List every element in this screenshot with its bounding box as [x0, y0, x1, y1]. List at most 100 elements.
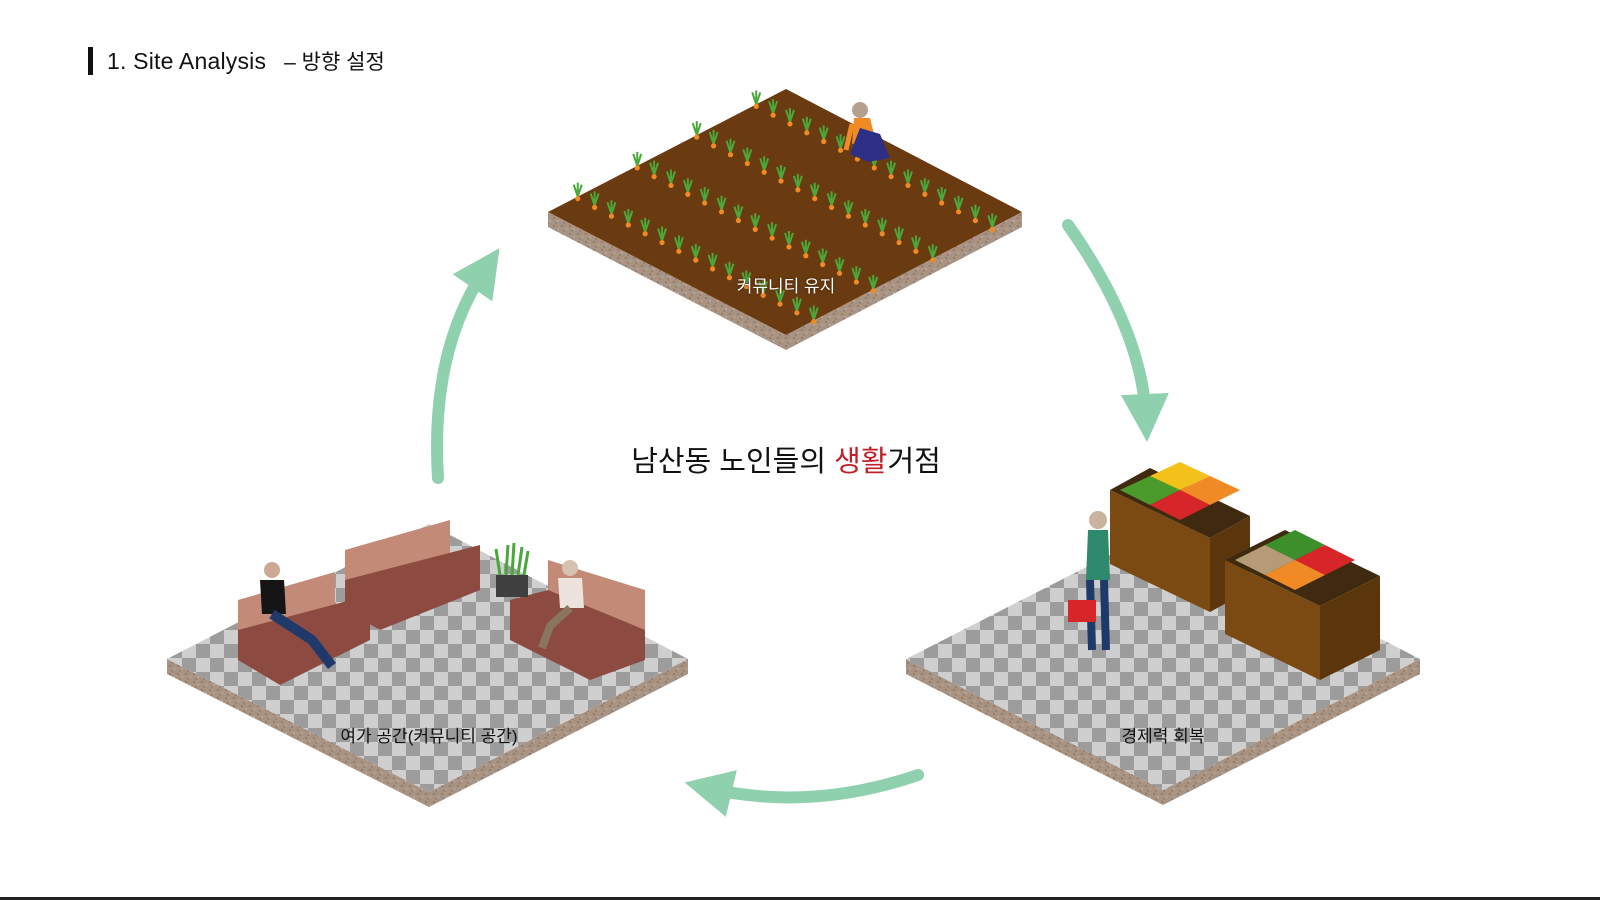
crop-carrot: [575, 196, 581, 202]
crop-carrot: [608, 213, 615, 219]
crop-carrot: [787, 121, 793, 127]
crop-plant: [673, 235, 684, 250]
crop-plant: [606, 200, 617, 215]
crop-plant: [666, 169, 676, 184]
crop-plant: [886, 160, 897, 175]
crop-carrot: [853, 279, 859, 285]
crop-plant: [800, 239, 811, 255]
crop-carrot: [727, 152, 734, 158]
crop-carrot: [862, 222, 868, 228]
crop-carrot: [811, 319, 817, 325]
crop-plant: [776, 165, 786, 180]
crop-plant: [699, 187, 710, 202]
crop-plant: [707, 252, 718, 268]
farmer-figure: [843, 102, 890, 162]
market-tile-side-left: [906, 659, 1163, 805]
crop-carrot: [752, 226, 758, 232]
market-crate-icon: [1110, 462, 1380, 680]
crop-carrot: [693, 257, 699, 263]
crop-plant: [818, 125, 829, 140]
lounge-tile: [167, 520, 688, 807]
crop-carrot: [659, 239, 665, 246]
crop-carrot: [930, 257, 936, 263]
crop-plant: [724, 261, 735, 277]
farm-tile-label: 커뮤니티 유지: [736, 277, 836, 296]
crop-plant: [785, 107, 795, 123]
crop-plant: [640, 217, 651, 233]
crop-plant: [589, 191, 600, 206]
crop-carrot: [761, 169, 767, 175]
crop-plant: [708, 129, 719, 145]
crop-plant: [910, 235, 921, 250]
slide-title: 1. Site Analysis: [107, 47, 267, 74]
crop-plant: [877, 217, 888, 233]
crop-plant: [623, 208, 634, 224]
crop-carrot: [726, 275, 733, 281]
crop-carrot: [955, 209, 962, 215]
crop-carrot: [786, 244, 792, 250]
farm-soil-surface: [548, 89, 1022, 335]
center-heading-part-1: 남산동 노인들의: [631, 446, 835, 478]
crop-plant: [919, 178, 930, 193]
crop-plant: [817, 248, 828, 263]
seated-man-figure: [260, 562, 336, 670]
farm-tile: [548, 89, 1022, 350]
crop-plant: [742, 147, 753, 162]
crop-plant: [801, 116, 812, 132]
crop-carrot: [913, 248, 919, 254]
crop-plant: [750, 213, 761, 228]
crop-plant: [894, 226, 904, 241]
crop-carrot: [989, 226, 995, 232]
crop-carrot: [735, 217, 741, 224]
arrow-farm-to-market: [1062, 219, 1169, 442]
crop-carrot: [821, 138, 827, 145]
crop-plant: [903, 169, 913, 184]
crop-rows: [572, 90, 998, 325]
crop-plant: [725, 138, 736, 154]
center-heading-accent: 생활: [834, 446, 888, 478]
crop-carrot: [676, 248, 682, 254]
crop-plant: [691, 121, 702, 136]
crop-carrot: [905, 182, 911, 189]
crop-plant: [649, 160, 660, 175]
crop-plant: [741, 270, 752, 285]
arrow-lounge-to-farm: [431, 248, 500, 484]
plant-pot-icon: [494, 542, 530, 597]
crop-carrot: [939, 200, 945, 206]
crop-carrot: [642, 231, 648, 237]
crop-carrot: [625, 222, 631, 228]
crop-carrot: [710, 266, 716, 272]
crop-carrot: [694, 134, 700, 140]
crop-plant: [970, 204, 981, 219]
header-accent-bar: [88, 47, 93, 75]
seated-elder-figure: [538, 560, 584, 650]
lounge-tile-label: 여가 공간(커뮤니티 공간): [340, 727, 518, 746]
bottom-rule: [0, 897, 1600, 900]
crop-carrot: [812, 196, 818, 202]
crop-carrot: [777, 301, 783, 307]
crop-plant: [792, 173, 803, 189]
crop-plant: [751, 90, 762, 105]
crop-plant: [835, 134, 846, 149]
crop-plant: [716, 195, 727, 211]
farm-tile-side-left: [548, 212, 786, 350]
crop-plant: [927, 244, 938, 259]
farm-tile-side-right: [786, 212, 1022, 350]
crop-plant: [775, 288, 785, 303]
center-heading: 남산동 노인들의 생활거점: [631, 438, 941, 480]
crop-plant: [868, 274, 879, 290]
crop-carrot: [888, 174, 894, 180]
crop-carrot: [829, 204, 835, 211]
crop-plant: [809, 182, 820, 197]
crop-carrot: [651, 174, 657, 180]
crop-plant: [860, 208, 871, 224]
crop-plant: [690, 244, 701, 259]
center-heading-part-2: 거점: [887, 446, 941, 478]
slide-header: 1. Site Analysis – 방향 설정: [88, 46, 385, 76]
crop-plant: [953, 195, 964, 211]
crop-plant: [834, 257, 845, 272]
crop-carrot: [803, 253, 809, 259]
arrow-market-to-lounge: [684, 769, 924, 817]
crop-carrot: [871, 165, 877, 171]
crop-carrot: [770, 112, 776, 118]
